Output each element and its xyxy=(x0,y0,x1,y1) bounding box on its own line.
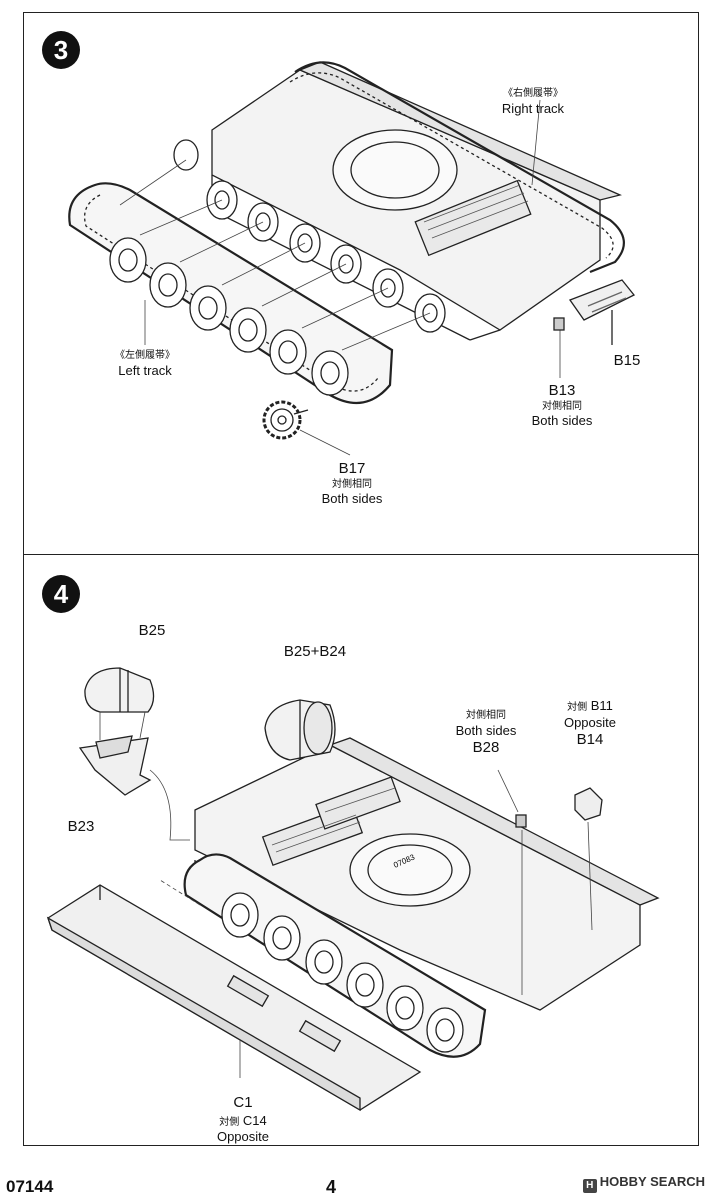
label-b28: 対側相同 Both sides B28 xyxy=(455,710,517,756)
watermark-logo-icon: H xyxy=(582,1179,597,1193)
label-b25: B25 xyxy=(138,622,166,639)
label-b14: 対側 B11 Opposite B14 xyxy=(563,698,617,748)
c1-zh: 対側 xyxy=(219,1116,240,1128)
page-number: 4 xyxy=(326,1177,337,1197)
part-b15-illustration xyxy=(568,279,636,345)
label-b25-b24: B25+B24 xyxy=(283,643,347,660)
part-b13-illustration xyxy=(553,317,565,331)
part-b25-b24-illustration xyxy=(264,699,336,761)
part-c1-side-skirt xyxy=(46,879,422,1112)
part-b23-illustration xyxy=(78,711,190,841)
left-track-illustration xyxy=(68,182,394,405)
part-b14-illustration xyxy=(574,787,603,931)
road-wheels-step4 xyxy=(221,892,464,1053)
c1-alt-code: C14 xyxy=(242,1112,267,1128)
watermark-text: HOBBY SEARCH xyxy=(599,1174,705,1189)
hull-illustration-step4 xyxy=(194,737,660,1011)
assembly-guide-lines-step3 xyxy=(119,99,561,456)
product-code: 07144 xyxy=(6,1177,54,1196)
label-b13: B13 对側相同 Both sides xyxy=(531,382,593,429)
part-b17-sprocket xyxy=(262,400,309,440)
label-c1: C1 対側 C14 Opposite xyxy=(216,1094,270,1145)
label-left-track: 《左側履帯》 Left track xyxy=(115,350,175,378)
label-b15: B15 xyxy=(613,352,641,369)
step-4-panel: 4 xyxy=(23,554,699,1146)
step-4-badge: 4 xyxy=(42,575,80,613)
b14-alt-code: B11 xyxy=(590,698,613,713)
left-road-wheels xyxy=(109,237,349,396)
hull-illustration-step3 xyxy=(211,61,622,341)
part-b28-illustration xyxy=(497,769,527,995)
step-3-badge: 3 xyxy=(42,31,80,69)
b14-zh: 対側 xyxy=(567,702,588,713)
label-b17: B17 対側相同 Both sides xyxy=(321,460,383,507)
part-b25-illustration xyxy=(84,667,155,713)
label-b23: B23 xyxy=(67,818,95,835)
label-right-track: 《右側履帯》 Right track xyxy=(501,88,565,116)
right-track-illustration xyxy=(289,61,625,274)
